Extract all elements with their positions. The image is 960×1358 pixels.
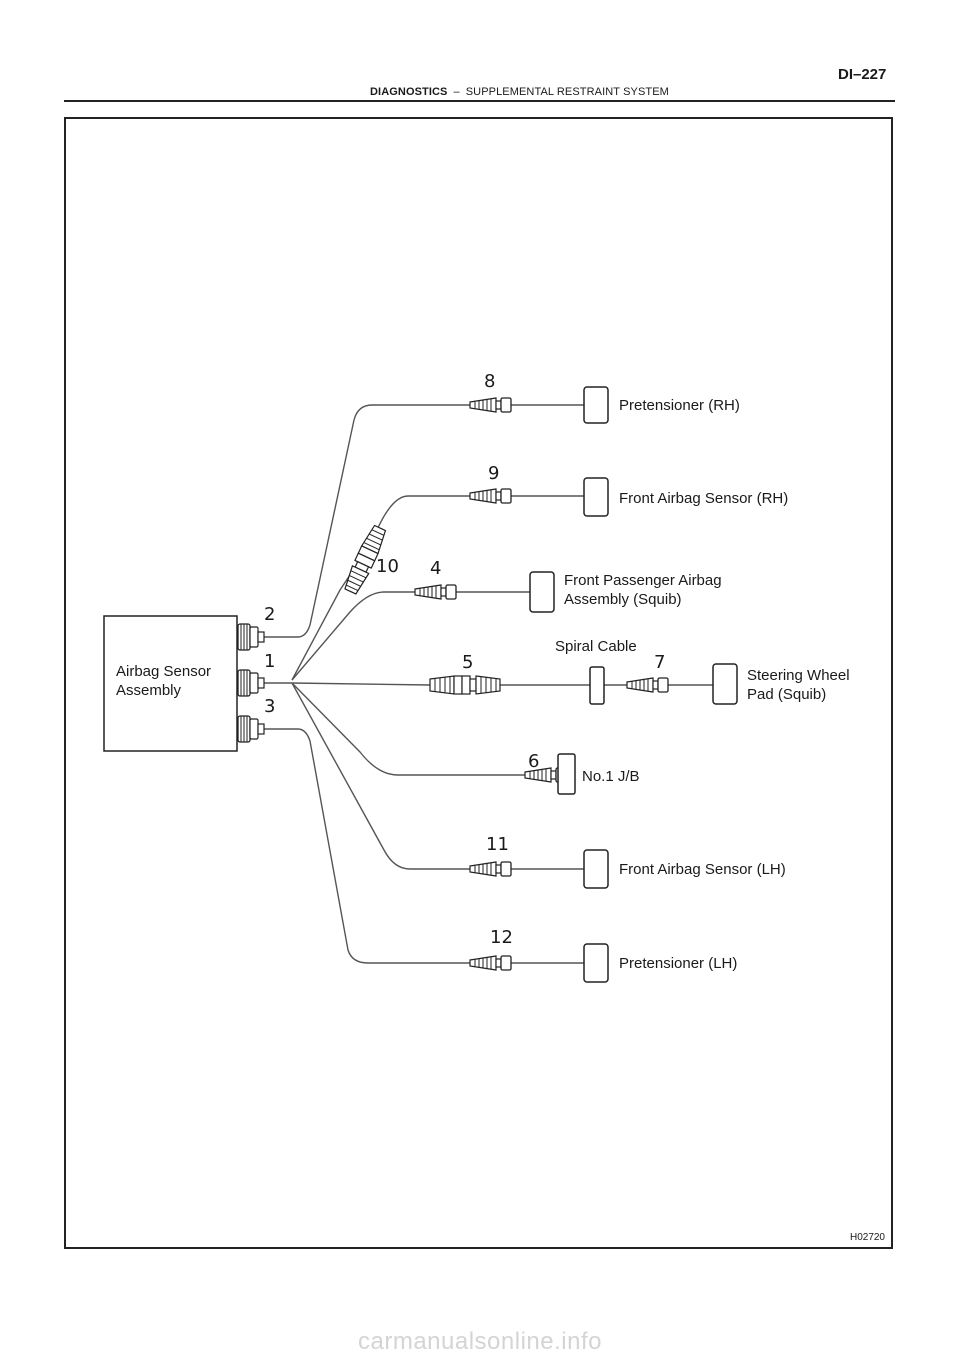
airbag-sensor-assembly-label: Airbag Sensor Assembly bbox=[116, 662, 211, 700]
steering-wheel-pad-label: Steering Wheel Pad (Squib) bbox=[747, 666, 850, 704]
front-passenger-airbag-box bbox=[529, 571, 555, 613]
pretensioner-lh-label: Pretensioner (LH) bbox=[619, 955, 738, 972]
wire-pretensioner-lh bbox=[264, 728, 470, 964]
front-passenger-airbag-label-line2: Assembly (Squib) bbox=[564, 591, 682, 608]
callout-12: 12 bbox=[490, 927, 513, 948]
front-airbag-sensor-lh-box bbox=[583, 849, 609, 889]
front-passenger-airbag-label-line1: Front Passenger Airbag bbox=[564, 572, 722, 589]
callout-4: 4 bbox=[430, 558, 442, 579]
header-subsection: SUPPLEMENTAL RESTRAINT SYSTEM bbox=[465, 86, 669, 98]
callout-8: 8 bbox=[484, 371, 496, 392]
wire-front-sensor-lh bbox=[291, 682, 470, 870]
callout-1: 1 bbox=[264, 651, 276, 672]
pretensioner-rh-box bbox=[583, 386, 609, 424]
jb-box bbox=[557, 753, 576, 795]
callout-9: 9 bbox=[488, 463, 500, 484]
diagram-frame: H02720 bbox=[64, 117, 893, 1249]
callout-7: 7 bbox=[654, 652, 666, 673]
steering-wheel-pad-label-line2: Pad (Squib) bbox=[747, 686, 827, 703]
front-airbag-sensor-rh-label: Front Airbag Sensor (RH) bbox=[619, 490, 789, 507]
pretensioner-lh-box bbox=[583, 943, 609, 983]
front-airbag-sensor-lh-label: Front Airbag Sensor (LH) bbox=[619, 861, 786, 878]
connector-12 bbox=[469, 955, 512, 971]
connector-4 bbox=[414, 584, 457, 600]
callout-2: 2 bbox=[264, 604, 276, 625]
wire-steering-wheel bbox=[264, 682, 431, 686]
steering-wheel-pad-box bbox=[712, 663, 738, 705]
callout-6: 6 bbox=[528, 751, 540, 772]
connector-2 bbox=[237, 623, 265, 651]
callout-10: 10 bbox=[376, 556, 399, 577]
jb-label: No.1 J/B bbox=[582, 768, 640, 785]
header-title: DIAGNOSTICS–SUPPLEMENTAL RESTRAINT SYSTE… bbox=[370, 86, 669, 98]
header-section: DIAGNOSTICS bbox=[370, 86, 448, 98]
front-airbag-sensor-rh-box bbox=[583, 477, 609, 517]
spiral-cable-label: Spiral Cable bbox=[555, 638, 637, 655]
airbag-sensor-assembly-box bbox=[103, 615, 238, 752]
connector-9 bbox=[469, 488, 512, 504]
page-number: DI–227 bbox=[838, 66, 887, 83]
airbag-sensor-label-line2: Assembly bbox=[116, 682, 182, 699]
pretensioner-rh-label: Pretensioner (RH) bbox=[619, 397, 740, 414]
header-rule bbox=[64, 100, 895, 102]
front-passenger-airbag-label: Front Passenger Airbag Assembly (Squib) bbox=[564, 571, 722, 609]
steering-wheel-pad-label-line1: Steering Wheel bbox=[747, 667, 850, 684]
watermark: carmanualsonline.info bbox=[358, 1328, 602, 1355]
spiral-cable-box bbox=[589, 666, 605, 705]
header-separator: – bbox=[453, 86, 460, 98]
connector-7 bbox=[626, 677, 669, 693]
connector-1 bbox=[237, 669, 265, 697]
connector-11 bbox=[469, 861, 512, 877]
airbag-sensor-label-line1: Airbag Sensor bbox=[116, 663, 212, 680]
callout-5: 5 bbox=[462, 652, 474, 673]
callout-11: 11 bbox=[486, 834, 509, 855]
figure-id: H02720 bbox=[849, 1232, 885, 1243]
wire-passenger-airbag bbox=[291, 591, 415, 681]
wire-jb bbox=[291, 682, 525, 776]
connector-5 bbox=[429, 675, 501, 695]
connector-3 bbox=[237, 715, 265, 743]
callout-3: 3 bbox=[264, 696, 276, 717]
connector-8 bbox=[469, 397, 512, 413]
wire-pretensioner-rh bbox=[264, 404, 470, 638]
